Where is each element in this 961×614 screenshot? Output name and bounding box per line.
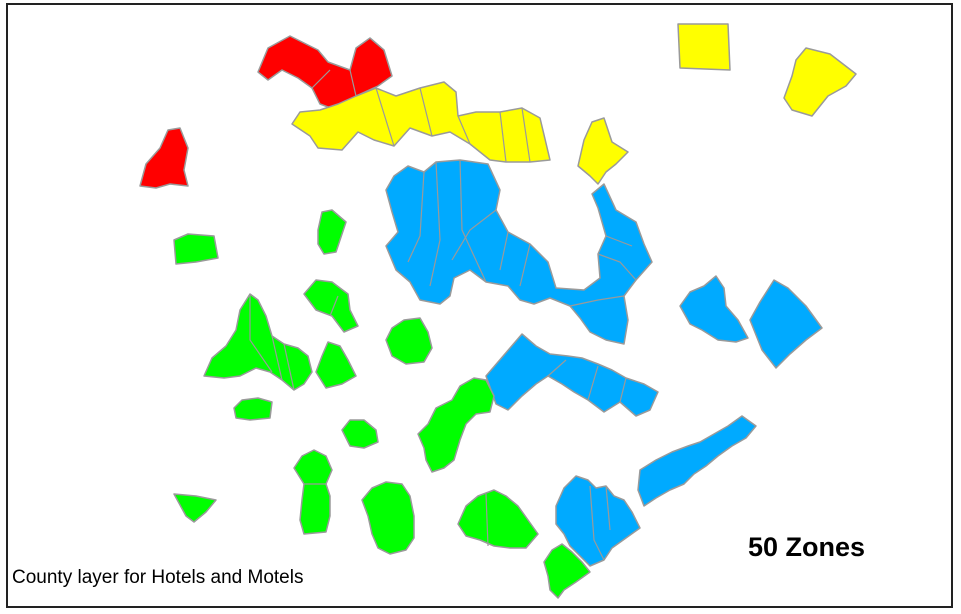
county — [457, 489, 539, 549]
zones-count-label: 50 Zones — [748, 532, 866, 562]
zone-group-blue — [385, 159, 823, 567]
county — [139, 127, 189, 189]
county — [203, 293, 313, 391]
county-boundaries — [249, 69, 637, 561]
county — [577, 117, 629, 185]
county — [543, 543, 591, 599]
county — [173, 493, 217, 523]
county — [783, 47, 857, 117]
county — [555, 475, 641, 567]
county — [317, 209, 347, 255]
zone-group-green — [173, 209, 591, 599]
county — [637, 415, 757, 507]
zone-group-yellow — [291, 23, 857, 185]
county — [291, 81, 551, 163]
county — [341, 419, 379, 449]
county — [303, 279, 359, 333]
county — [677, 23, 731, 71]
county — [173, 233, 219, 265]
county — [385, 317, 433, 365]
county — [233, 397, 273, 421]
county — [361, 481, 415, 555]
county — [749, 279, 823, 369]
county — [315, 341, 357, 389]
map-caption: County layer for Hotels and Motels — [12, 567, 304, 588]
county — [679, 275, 749, 343]
county — [417, 377, 495, 473]
zone-group-red — [139, 35, 393, 189]
county — [485, 333, 659, 417]
county — [293, 449, 333, 535]
county — [257, 35, 393, 111]
county — [385, 159, 653, 345]
